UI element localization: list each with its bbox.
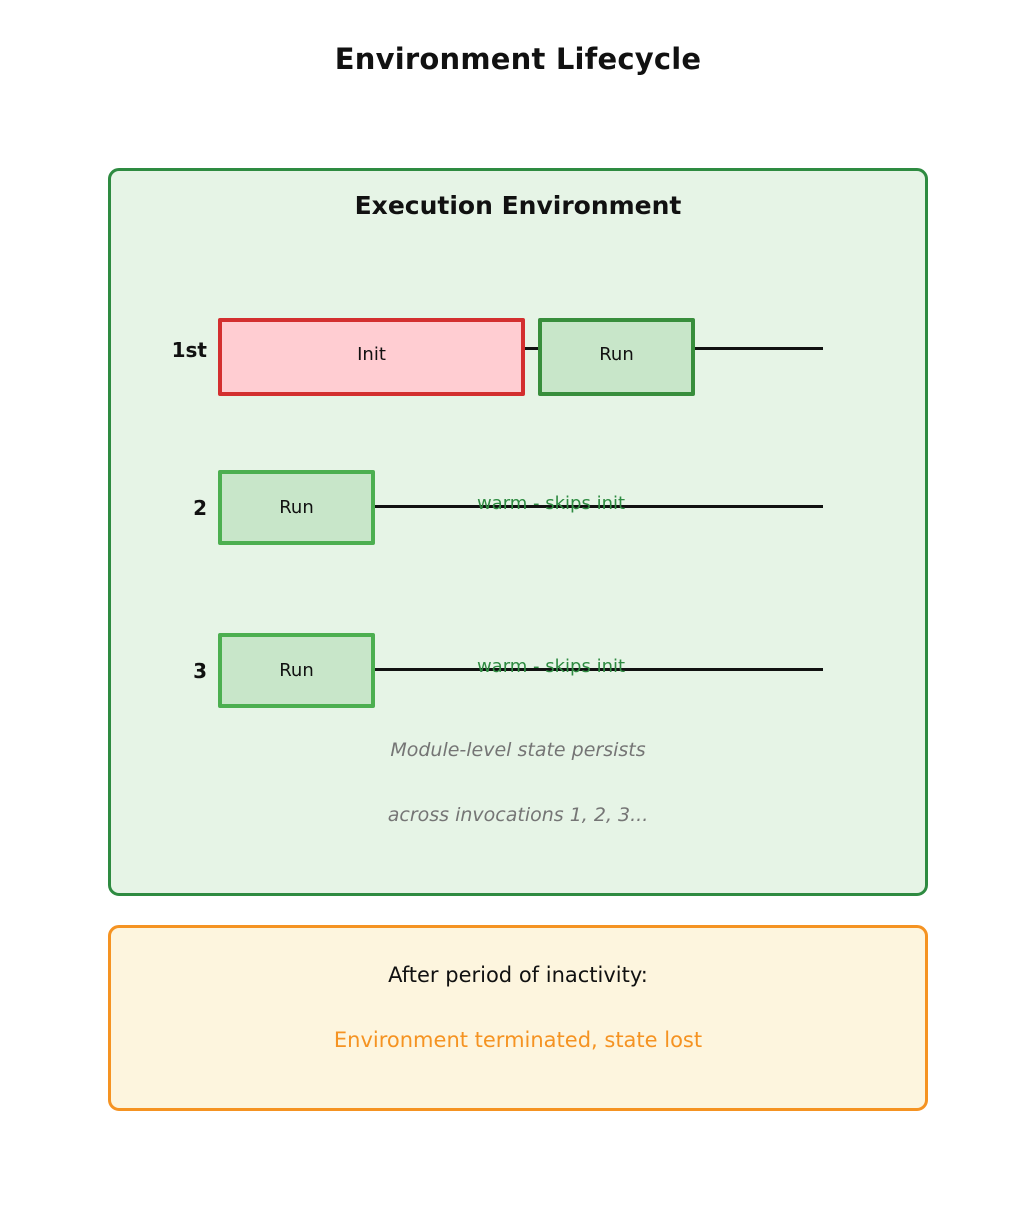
timeline-axis-3	[219, 668, 823, 671]
persistence-note-line-2: across invocations 1, 2, 3...	[387, 804, 649, 826]
phase-label-run-2: Run	[279, 497, 314, 518]
phase-box-run-3: Run	[218, 633, 375, 708]
persistence-note-line-1: Module-level state persists	[390, 739, 646, 761]
phase-box-run-1: Run	[538, 318, 695, 396]
execution-environment-panel: Execution Environment 1st Init Run 2 Run…	[108, 168, 928, 896]
warm-note-2: warm - skips init	[476, 493, 626, 514]
invocation-row-3: 3 Run warm - skips init	[111, 619, 925, 719]
warm-note-3: warm - skips init	[476, 656, 626, 677]
invocation-row-1: 1st Init Run	[111, 302, 925, 402]
phase-label-run-1: Run	[599, 344, 634, 365]
phase-label-init: Init	[357, 344, 386, 365]
phase-label-run-3: Run	[279, 660, 314, 681]
execution-environment-heading: Execution Environment	[354, 191, 682, 220]
invocation-label-1: 1st	[171, 338, 207, 362]
termination-panel: After period of inactivity: Environment …	[108, 925, 928, 1111]
termination-result-text: Environment terminated, state lost	[333, 1028, 703, 1052]
page-title: Environment Lifecycle	[334, 42, 702, 76]
invocation-label-2: 2	[193, 496, 207, 520]
phase-box-init: Init	[218, 318, 525, 396]
timeline-axis-2	[219, 505, 823, 508]
termination-condition-text: After period of inactivity:	[388, 963, 648, 987]
invocation-row-2: 2 Run warm - skips init	[111, 456, 925, 556]
phase-box-run-2: Run	[218, 470, 375, 545]
invocation-label-3: 3	[193, 659, 207, 683]
